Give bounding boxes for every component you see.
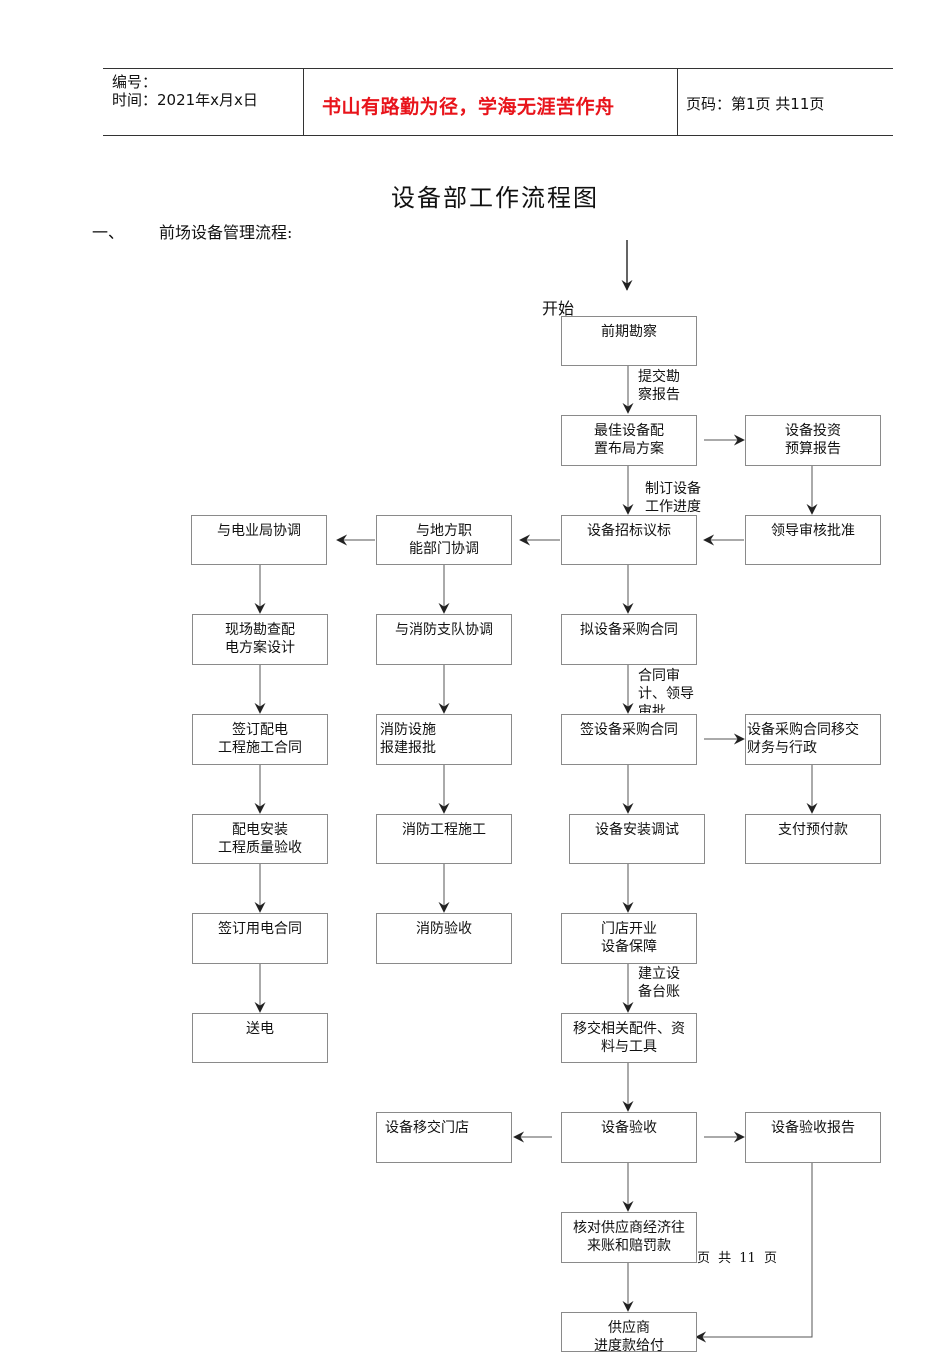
node-fire-accept: 消防验收 [376, 913, 512, 964]
doc-date-label: 时间：2021年x月x日 [112, 91, 258, 109]
node-fire-coord: 与消防支队协调 [376, 614, 512, 665]
header-divider-2 [677, 69, 678, 136]
edge-label-submit-report: 提交勘 察报告 [638, 369, 680, 403]
node-to-store: 设备移交门店 [376, 1112, 512, 1163]
node-transfer-finance: 设备采购合同移交 财务与行政 [745, 714, 881, 765]
section-heading: 一、 前场设备管理流程: [92, 219, 292, 243]
node-power-accept: 配电安装 工程质量验收 [192, 814, 328, 864]
node-accept: 设备验收 [561, 1112, 697, 1163]
page-title: 设备部工作流程图 [391, 184, 599, 212]
node-reconcile: 核对供应商经济往 来账和赔罚款 [561, 1212, 697, 1263]
edge-label-make-schedule: 制订设备 工作进度 [645, 481, 701, 515]
node-handover-parts: 移交相关配件、资 料与工具 [561, 1013, 697, 1063]
node-sign-contract: 签设备采购合同 [561, 714, 697, 765]
node-local-coord: 与地方职 能部门协调 [376, 515, 512, 565]
node-send-power: 送电 [192, 1013, 328, 1063]
node-approve: 领导审核批准 [745, 515, 881, 565]
section-title: 前场设备管理流程: [159, 223, 293, 242]
node-fire-build: 消防工程施工 [376, 814, 512, 864]
node-survey: 前期勘察 [561, 316, 697, 366]
header-bottom-rule [103, 135, 893, 136]
node-fire-report: 消防设施 报建报批 [376, 714, 512, 765]
header-divider-1 [303, 69, 304, 136]
node-tender: 设备招标议标 [561, 515, 697, 565]
node-sign-elec: 签订用电合同 [192, 913, 328, 964]
node-layout-plan: 最佳设备配 置布局方案 [561, 415, 697, 466]
section-number: 一、 [92, 223, 125, 242]
header-top-rule [103, 68, 893, 69]
node-opening: 门店开业 设备保障 [561, 913, 697, 964]
node-sign-power: 签订配电 工程施工合同 [192, 714, 328, 765]
header-motto: 书山有路勤为径，学海无涯苦作舟 [322, 96, 615, 118]
node-power-bureau: 与电业局协调 [191, 515, 327, 565]
node-accept-report: 设备验收报告 [745, 1112, 881, 1163]
edge-label-asset-ledger: 建立设 备台账 [638, 966, 680, 1000]
node-site-design: 现场勘查配 电方案设计 [192, 614, 328, 665]
node-prepay: 支付预付款 [745, 814, 881, 864]
node-budget: 设备投资 预算报告 [745, 415, 881, 466]
flow-start-label: 开始 [542, 299, 575, 318]
page-footer: 页 共 11 页 [697, 1251, 777, 1266]
edge-label-contract-audit: 合同审 计、领导 审批 [638, 668, 694, 713]
doc-number-label: 编号： [112, 73, 158, 91]
node-draft-contract: 拟设备采购合同 [561, 614, 697, 665]
page-number-label: 页码：第1页 共11页 [686, 95, 825, 113]
node-supplier-pay: 供应商 进度款给付 [561, 1312, 697, 1354]
node-install: 设备安装调试 [569, 814, 705, 864]
